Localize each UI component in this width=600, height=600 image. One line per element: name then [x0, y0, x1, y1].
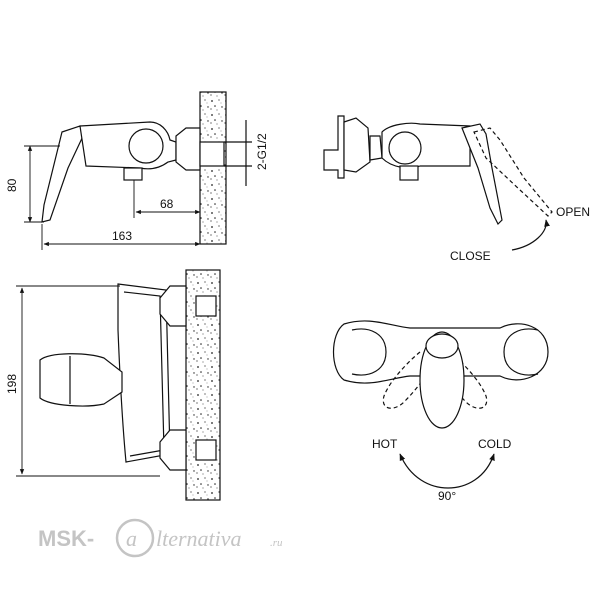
label-hot: HOT	[372, 437, 398, 451]
label-open: OPEN	[556, 205, 590, 219]
watermark-brand: MSK-	[38, 526, 94, 551]
watermark-at-circle	[115, 518, 155, 558]
lever-side	[41, 125, 85, 223]
mixer-body-front	[117, 283, 171, 463]
nut-top-front	[159, 285, 187, 327]
nut-side	[175, 127, 201, 171]
dim-68: 68	[160, 197, 174, 211]
lever-closed	[461, 123, 503, 226]
side-view	[41, 91, 252, 245]
dim-163: 163	[112, 229, 132, 243]
label-cold: COLD	[478, 437, 512, 451]
handle-top-view	[419, 331, 465, 429]
label-angle: 90°	[438, 489, 456, 503]
outlet-side	[123, 167, 143, 181]
watermark-suffix: .ru	[270, 537, 283, 549]
watermark-script: lternativa	[156, 526, 242, 551]
wall-section-top	[199, 91, 227, 245]
label-close: CLOSE	[450, 249, 491, 263]
side-view-mirrored	[323, 115, 553, 251]
nut-bottom-front	[159, 429, 187, 471]
watermark-at-letter: a	[126, 526, 137, 551]
dim-198: 198	[5, 374, 19, 394]
rotation-arrow	[399, 453, 495, 489]
dim-thread: 2-G1/2	[255, 133, 269, 170]
watermark: MSK- a lternativa .ru	[38, 518, 283, 558]
front-view	[39, 269, 221, 501]
dim-80: 80	[5, 178, 19, 192]
open-arrow	[511, 219, 550, 251]
lever-front	[39, 353, 123, 407]
lever-open-dashed	[473, 127, 553, 217]
wall-flange-right	[323, 115, 345, 179]
top-view	[333, 320, 549, 489]
